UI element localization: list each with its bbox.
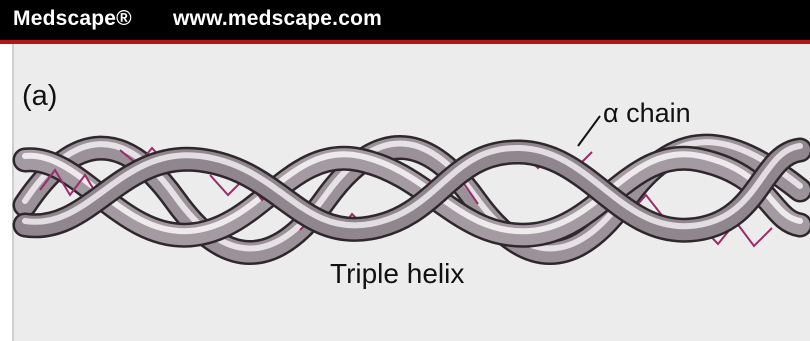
triple-helix-label: Triple helix [330,258,464,290]
panel-label: (a) [22,80,57,113]
chain-pointer-line [578,116,600,146]
alpha-chain-label: α chain [603,98,691,129]
